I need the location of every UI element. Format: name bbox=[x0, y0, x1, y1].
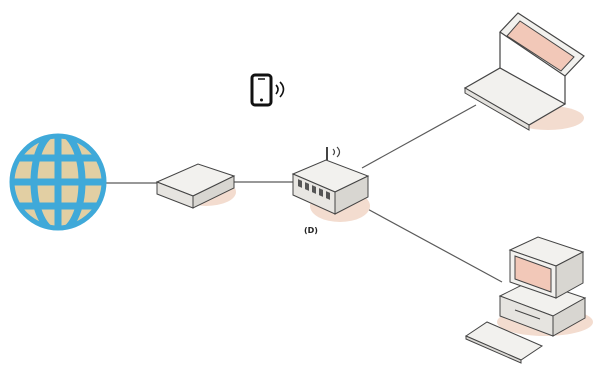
router-label: (D) bbox=[304, 226, 318, 235]
link-router-desktop bbox=[361, 205, 503, 283]
globe-icon bbox=[9, 133, 107, 231]
wireless-router-icon bbox=[291, 146, 370, 222]
link-router-laptop bbox=[361, 104, 477, 169]
connections bbox=[106, 104, 503, 283]
modem-icon bbox=[155, 163, 236, 209]
smartphone-icon bbox=[250, 73, 285, 107]
laptop-icon bbox=[463, 12, 585, 131]
desktop-computer-icon bbox=[464, 236, 593, 364]
